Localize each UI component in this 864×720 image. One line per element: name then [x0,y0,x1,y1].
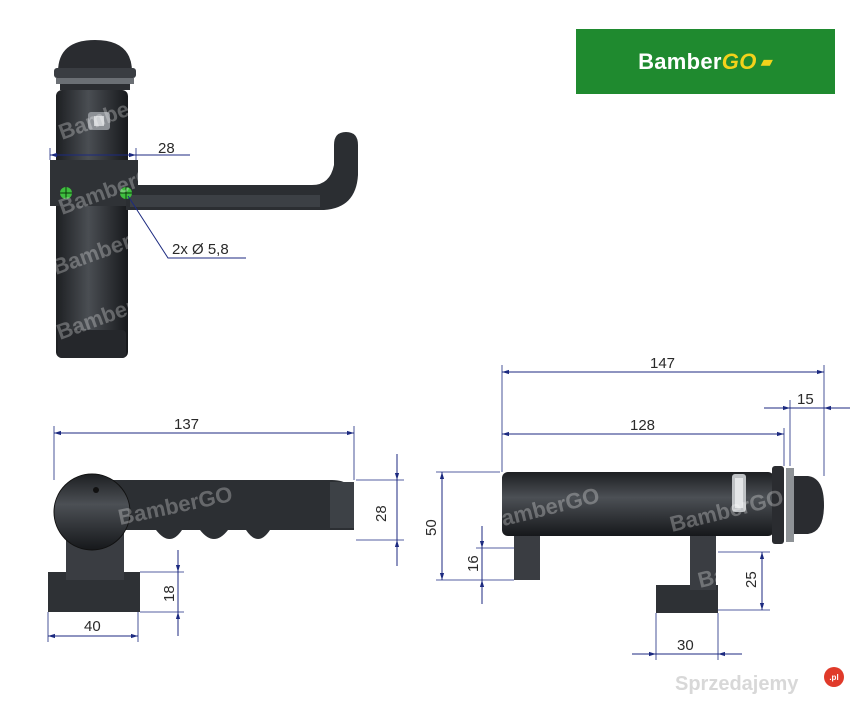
top-view: BamberGO BamberGO BamberGO BamberGO 28 2… [49,40,358,358]
dim-lower-label: 16 [465,555,482,572]
side-view: BamberGO 137 28 18 40 [47,416,404,642]
dim-base-width-label: 40 [84,618,101,635]
dim-foot-label: 25 [743,571,760,588]
dim-base-height-label: 18 [161,585,178,602]
brand-logo: BamberGO ▰ [576,29,835,94]
dim-foot-width-label: 30 [677,637,694,654]
site-watermark: Sprzedajemy [675,673,799,695]
dim-body-label: 128 [630,417,655,434]
cylinder-body [502,472,774,536]
dim-total-label: 147 [650,355,675,372]
handle-grip [92,480,354,539]
front-view: BamberGO BamberGO BamberGO 147 128 15 50… [423,355,850,660]
tractor-icon: ▰ [760,53,773,71]
holes-label: 2x Ø 5,8 [172,241,229,258]
brand-name: BamberGO [638,48,757,74]
handle-arm [126,132,358,210]
site-badge: .pl [824,667,844,687]
dim-length-label: 137 [174,416,199,433]
dim-height-label: 28 [373,505,390,522]
round-head [54,474,130,550]
dim-width-label: 28 [158,140,175,157]
dim-end-label: 15 [797,391,814,408]
dim-height-label: 50 [423,519,440,536]
cap [58,40,132,72]
leader-line [127,195,246,259]
